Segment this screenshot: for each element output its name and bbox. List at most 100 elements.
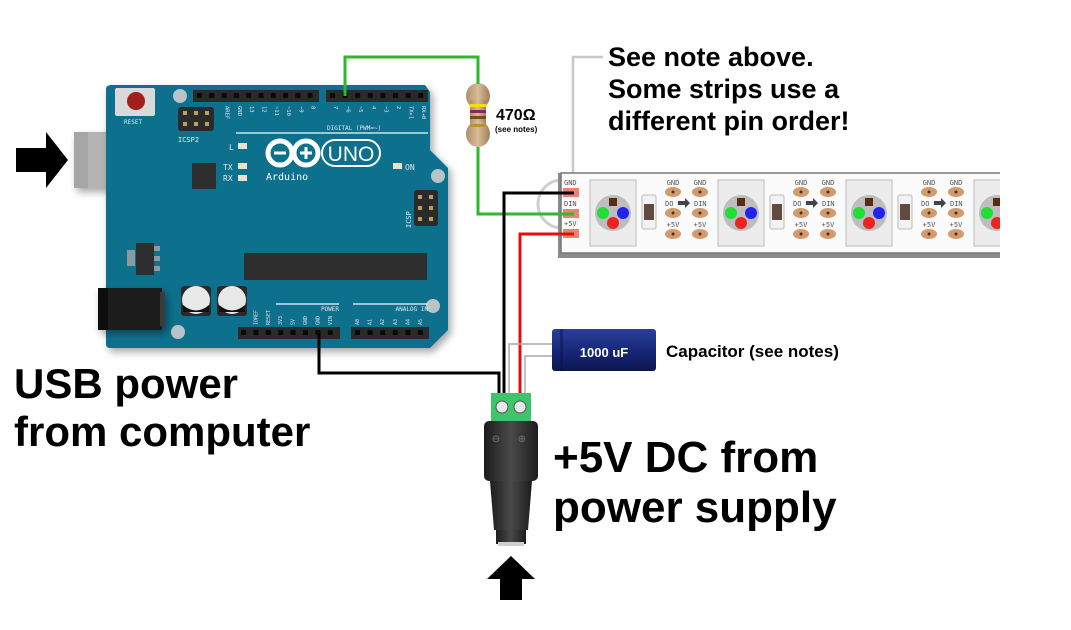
power-wire-jack-to-strip — [518, 232, 574, 398]
header-pin-hole — [393, 93, 398, 98]
pad-dot — [799, 232, 803, 236]
pad-label-gnd: GND — [923, 179, 936, 187]
led-blue-icon — [873, 207, 885, 219]
resistor — [466, 83, 490, 147]
led-label-tx: TX — [223, 163, 233, 172]
header-pin-hole — [233, 93, 239, 98]
digital-pin-label: ~11 — [273, 106, 279, 116]
plus-symbol-icon: ⊕ — [518, 434, 526, 445]
strip-input-label-din: DIN — [564, 200, 577, 208]
strip-crop-mask — [1000, 160, 1071, 270]
pad-label-din: DIN — [694, 200, 707, 208]
pad-label-gnd: GND — [694, 179, 707, 187]
led-lens — [851, 195, 887, 231]
icsp2-header — [178, 107, 214, 131]
digital-header-label: DIGITAL (PWM=~) — [327, 125, 381, 132]
header-pin-hole — [330, 93, 335, 98]
header-pin-hole — [418, 330, 423, 335]
pad-dot — [826, 190, 830, 194]
pad-label-5v: +5V — [923, 221, 936, 229]
resistor-note: (see notes) — [495, 125, 538, 134]
screw-negative-icon — [495, 400, 509, 414]
header-pin-hole — [221, 93, 227, 98]
screw-positive-icon — [513, 400, 527, 414]
usb-power-label: USB power from computer — [14, 360, 310, 455]
led-rx — [238, 175, 247, 181]
pad-dot — [826, 232, 830, 236]
pad-dot — [671, 190, 675, 194]
capacitor-lead-positive — [524, 355, 554, 398]
icsp2-label: ICSP2 — [178, 136, 199, 144]
header-pin-hole — [303, 330, 308, 335]
analog-pin-label: A1 — [368, 319, 374, 325]
led-red-icon — [607, 217, 619, 229]
led-die-icon — [865, 198, 873, 206]
header-pin-hole — [355, 93, 361, 98]
pad-label-5v: +5V — [950, 221, 963, 229]
pad-dot — [698, 211, 702, 215]
dc-power-arrow-icon — [487, 556, 535, 600]
pin-order-note-line-1: See note above. — [608, 42, 814, 72]
header-pin-hole — [367, 330, 373, 335]
analog-pin-label: A2 — [380, 319, 386, 325]
digital-pin-label: 13 — [248, 106, 254, 113]
mounting-hole — [173, 89, 187, 103]
digital-pin-label: AREF — [224, 106, 230, 119]
pad-dot — [927, 190, 931, 194]
digital-pin-label: ~9 — [297, 106, 303, 113]
arduino-logo-icon — [265, 138, 321, 168]
pad-dot — [671, 232, 675, 236]
reset-button-cap — [127, 92, 145, 110]
digital-pin-label: ~6 — [345, 106, 351, 113]
pad-dot — [954, 232, 958, 236]
minus-symbol-icon: ⊖ — [492, 434, 500, 445]
pad-label-5v: +5V — [694, 221, 707, 229]
icsp-label: ICSP — [405, 211, 413, 228]
barrel-jack — [98, 288, 165, 330]
led-die-icon — [993, 198, 1001, 206]
board-model: UNO — [328, 143, 375, 166]
header-pin-hole — [283, 93, 289, 98]
capacitor-label: Capacitor (see notes) — [666, 342, 839, 361]
strip-input-label-5v: +5V — [564, 220, 577, 228]
data-wire-resistor-to-din — [476, 147, 574, 216]
pad-dot — [954, 190, 958, 194]
pad-label-do: DO — [665, 200, 673, 208]
resistor-band-brown — [470, 116, 486, 119]
pad-label-gnd: GND — [667, 179, 680, 187]
digital-pin-label: 4 — [370, 106, 376, 110]
data-direction-arrow-icon — [678, 198, 690, 208]
led-blue-icon — [617, 207, 629, 219]
pad-label-din: DIN — [822, 200, 835, 208]
led-blue-icon — [745, 207, 757, 219]
power-header-label: POWER — [321, 306, 339, 313]
data-direction-arrow-icon — [806, 198, 818, 208]
header-pin-hole — [246, 93, 252, 98]
pin-order-note-line-3: different pin order! — [608, 106, 850, 136]
header-pin-hole — [265, 330, 271, 335]
digital-pin-label: 7 — [332, 106, 338, 109]
power-pin-label: GND — [303, 316, 309, 325]
header-pin-hole — [367, 93, 373, 98]
led-l — [238, 143, 247, 149]
power-pin-label: 3V3 — [278, 316, 284, 325]
header-pin-hole — [307, 93, 313, 98]
led-on — [393, 163, 402, 169]
header-pin-hole — [197, 93, 202, 98]
capacitor: 1000 uF — [552, 329, 656, 371]
digital-pin-label: ~10 — [285, 106, 291, 116]
resistor-band-gold — [470, 124, 486, 127]
digital-header-right — [326, 90, 428, 102]
digital-pin-label: ~5 — [357, 106, 363, 113]
usb-arrow-icon — [16, 132, 68, 188]
usb-label-line-1: USB power — [14, 360, 238, 407]
header-pin-hole — [418, 93, 424, 98]
header-pin-hole — [327, 330, 333, 335]
pad-label-gnd: GND — [822, 179, 835, 187]
header-pin-hole — [405, 93, 411, 98]
pad-label-5v: +5V — [795, 221, 808, 229]
header-pin-hole — [392, 330, 398, 335]
led-lens — [595, 195, 631, 231]
